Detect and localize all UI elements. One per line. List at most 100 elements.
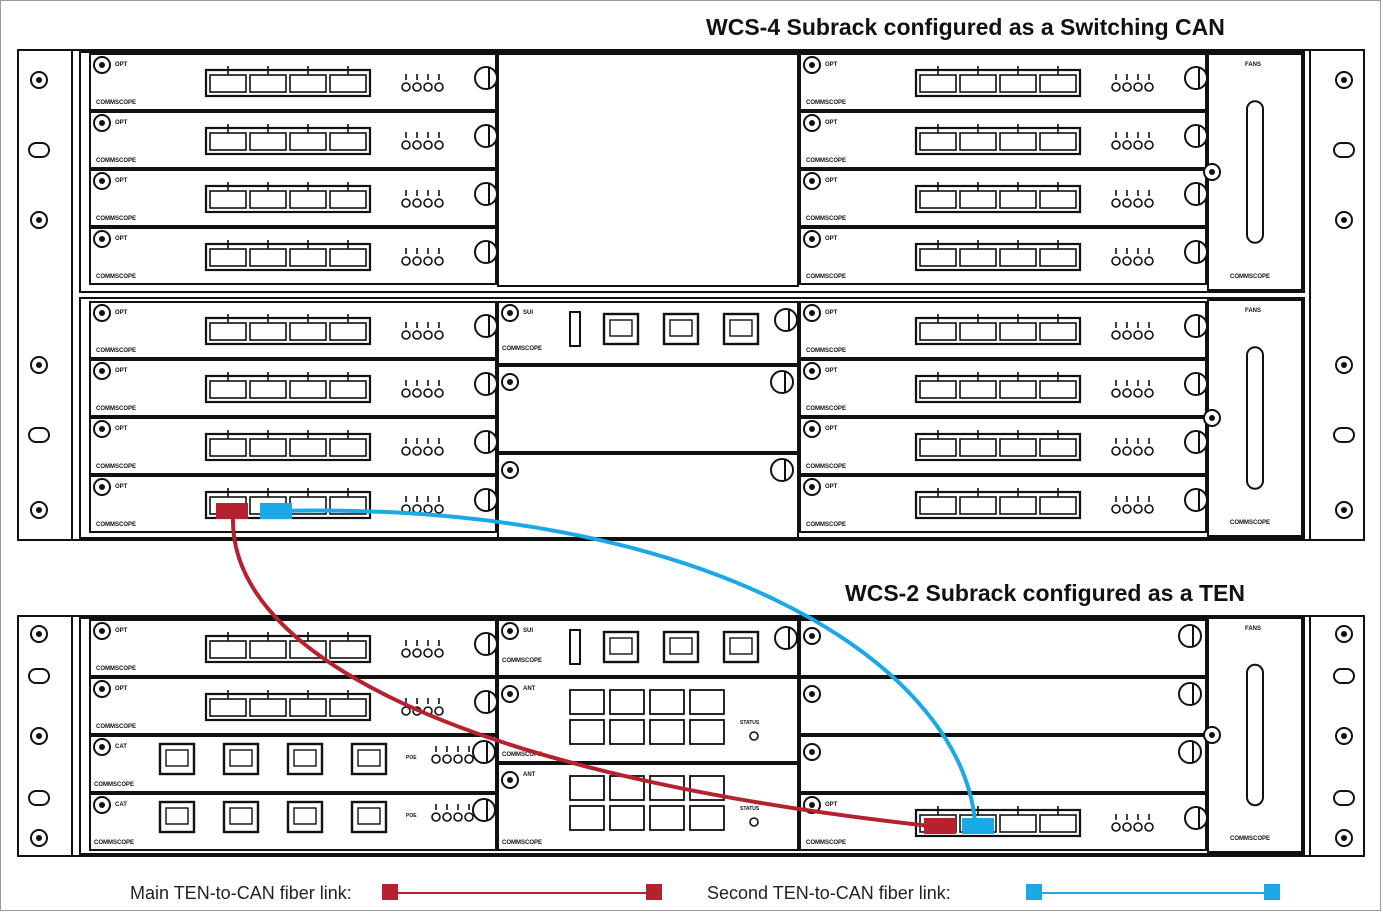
status-label: STATUS xyxy=(740,720,760,726)
fan-handle xyxy=(1246,346,1264,490)
sfp-port xyxy=(289,190,327,209)
module-label: OPT xyxy=(115,426,128,432)
screw-icon xyxy=(803,56,821,74)
legend-main-label: Main TEN-to-CAN fiber link: xyxy=(130,883,352,903)
sfp-cage xyxy=(204,632,372,664)
screw-icon xyxy=(1335,727,1353,745)
wcs4-title: WCS-4 Subrack configured as a Switching … xyxy=(706,14,1225,40)
screw-icon xyxy=(803,420,821,438)
thumbscrew-icon xyxy=(474,182,498,206)
thumbscrew-icon xyxy=(472,740,496,764)
brand-label: COMMSCOPE xyxy=(1230,520,1270,526)
screw-icon xyxy=(93,680,111,698)
module-label: ANT xyxy=(523,686,536,692)
module-label: CAT xyxy=(115,802,127,808)
wcs4-rack-ears xyxy=(28,71,1355,519)
led-indicators xyxy=(401,248,444,266)
sfp-port xyxy=(209,248,247,267)
sfp-port xyxy=(209,322,247,341)
module-label: OPT xyxy=(825,368,838,374)
brand-label: COMMSCOPE xyxy=(1230,274,1270,280)
legend-second-swatch-end xyxy=(1264,884,1280,900)
led-indicators xyxy=(1111,438,1154,456)
led-indicators xyxy=(401,322,444,340)
sfp-port xyxy=(289,248,327,267)
screw-icon xyxy=(803,743,821,761)
led-indicators xyxy=(1111,496,1154,514)
sfp-port xyxy=(289,698,327,717)
sfp-port xyxy=(959,132,997,151)
fan-handle xyxy=(1246,100,1264,244)
thumbscrew-icon xyxy=(1184,372,1208,396)
sfp-port xyxy=(249,190,287,209)
screw-icon xyxy=(93,362,111,380)
sfp-port xyxy=(1039,322,1077,341)
rack-slot-hole xyxy=(28,668,50,684)
screw-icon xyxy=(93,114,111,132)
sfp-cage xyxy=(914,240,1082,272)
legend-main-swatch-start xyxy=(382,884,398,900)
sfp-port xyxy=(959,248,997,267)
thumbscrew-icon xyxy=(472,798,496,822)
brand-label: COMMSCOPE xyxy=(502,346,542,352)
legend-main-line xyxy=(398,892,646,894)
brand-label: COMMSCOPE xyxy=(1230,836,1270,842)
brand-label: COMMSCOPE xyxy=(502,840,542,846)
sfp-port xyxy=(919,74,957,93)
sfp-port xyxy=(959,74,997,93)
sfp-cage xyxy=(914,488,1082,520)
module-label: OPT xyxy=(115,368,128,374)
sfp-cage xyxy=(914,124,1082,156)
rack-slot-hole xyxy=(1333,668,1355,684)
brand-label: COMMSCOPE xyxy=(806,406,846,412)
sfp-port xyxy=(919,380,957,399)
blank-module xyxy=(799,677,1207,735)
sfp-port xyxy=(329,640,367,659)
thumbscrew-icon xyxy=(474,240,498,264)
module-label: OPT xyxy=(115,62,128,68)
rj45-port xyxy=(689,805,725,831)
sfp-cage xyxy=(204,66,372,98)
screw-icon xyxy=(93,230,111,248)
screw-icon xyxy=(803,172,821,190)
screw-icon xyxy=(1335,625,1353,643)
screw-icon xyxy=(501,304,519,322)
module-label: SUI xyxy=(523,310,533,316)
sfp-port xyxy=(289,74,327,93)
rj45-port xyxy=(286,800,324,834)
brand-label: COMMSCOPE xyxy=(96,348,136,354)
brand-label: COMMSCOPE xyxy=(806,464,846,470)
sfp-port xyxy=(209,438,247,457)
sfp-port xyxy=(1039,380,1077,399)
rj45-port xyxy=(689,689,725,715)
led-indicators xyxy=(431,746,474,764)
usb-port xyxy=(569,311,581,347)
sfp-port xyxy=(329,438,367,457)
brand-label: COMMSCOPE xyxy=(96,100,136,106)
brand-label: COMMSCOPE xyxy=(96,274,136,280)
sfp-port xyxy=(1039,190,1077,209)
sfp-port xyxy=(1039,248,1077,267)
sfp-port xyxy=(1039,438,1077,457)
module-label: OPT xyxy=(825,62,838,68)
screw-icon xyxy=(803,478,821,496)
screw-icon xyxy=(93,420,111,438)
brand-label: COMMSCOPE xyxy=(96,666,136,672)
sfp-port xyxy=(249,438,287,457)
rj45-port xyxy=(722,630,760,664)
screw-icon xyxy=(93,478,111,496)
led-indicators xyxy=(1111,248,1154,266)
sfp-cage xyxy=(204,430,372,462)
sfp-port xyxy=(209,132,247,151)
fans-label: FANS xyxy=(1245,626,1261,632)
screw-icon xyxy=(30,829,48,847)
